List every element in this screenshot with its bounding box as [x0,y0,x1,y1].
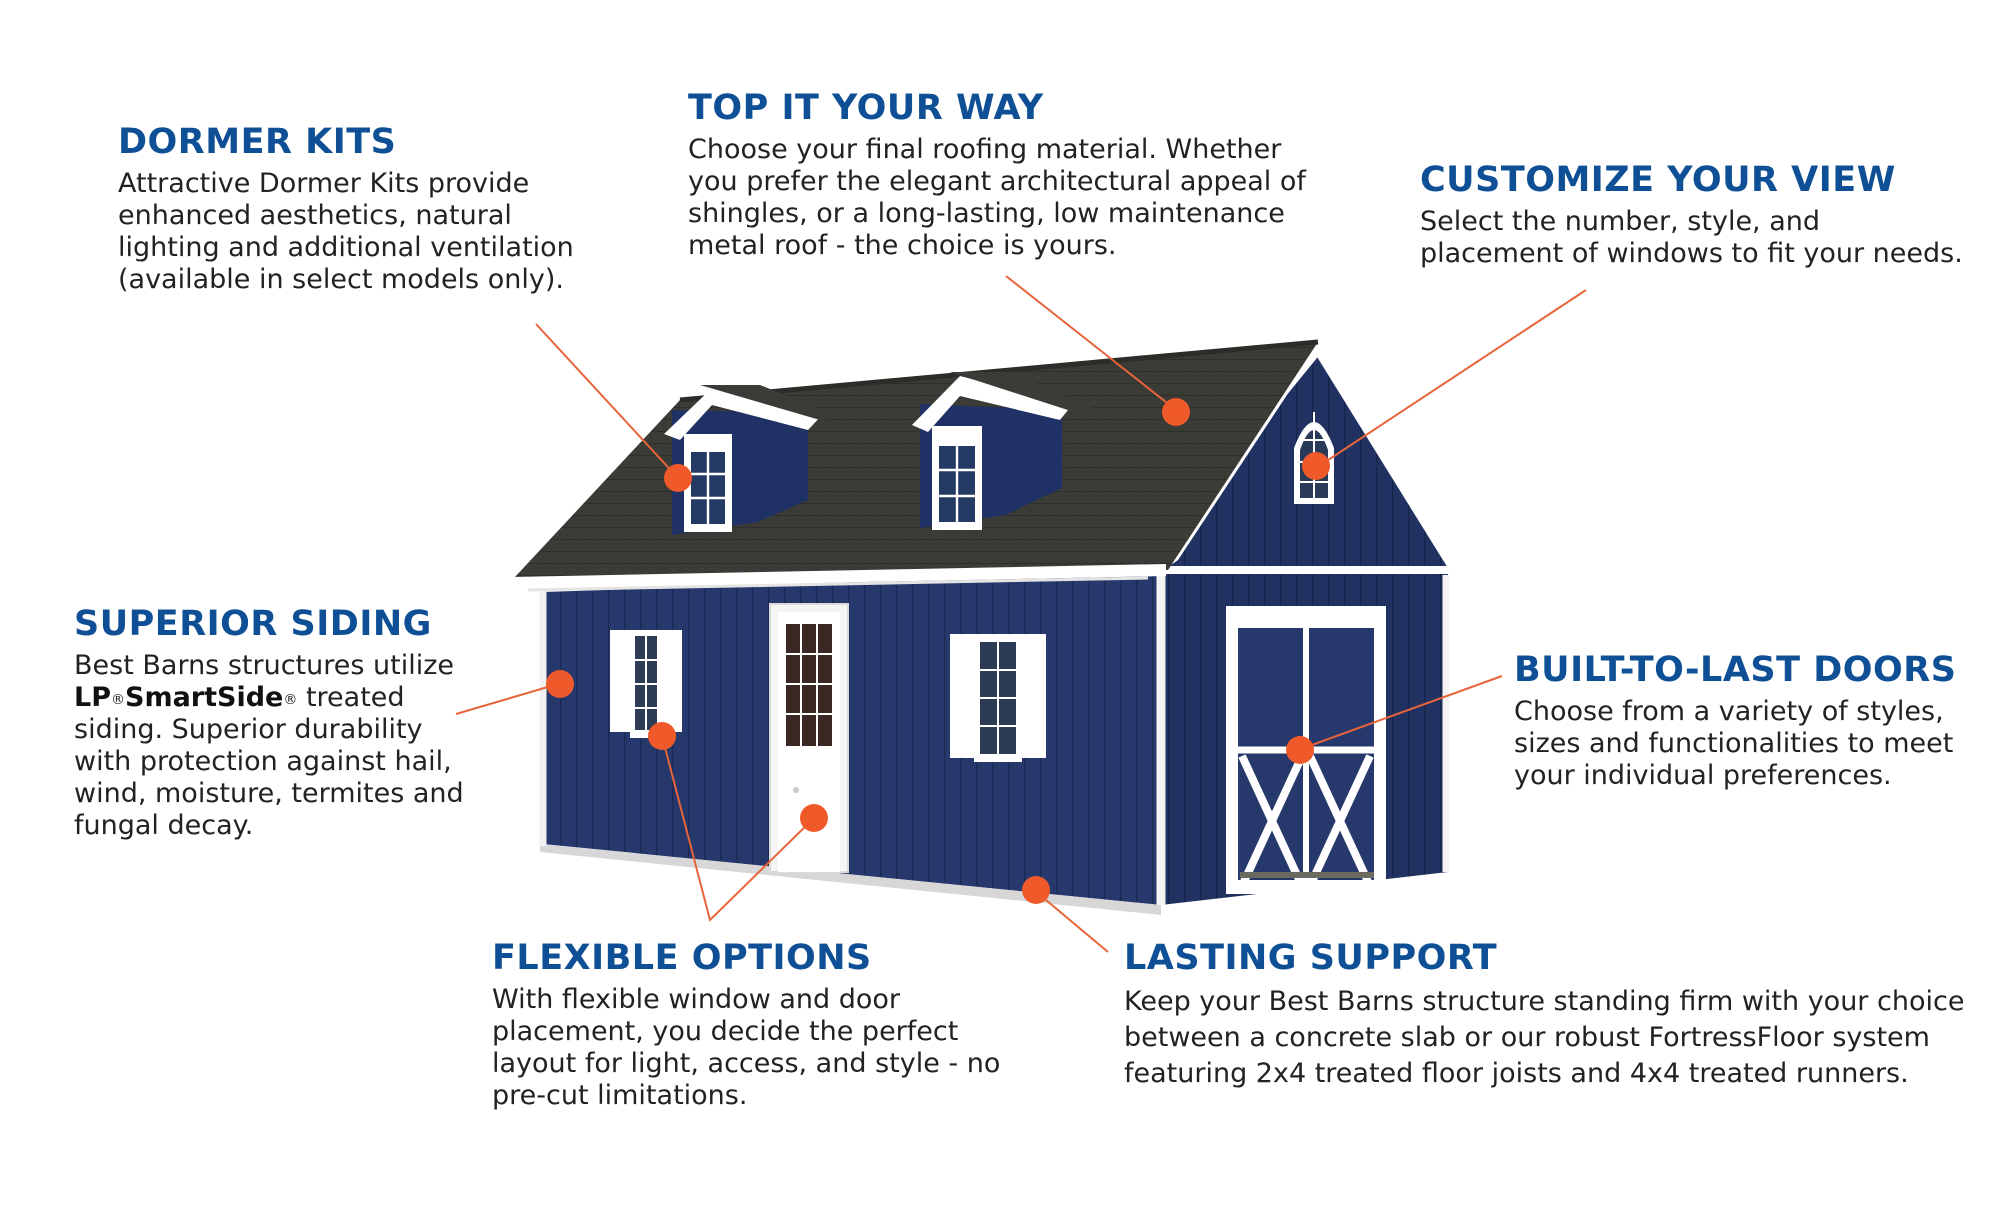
body-line: enhanced aesthetics, natural [118,200,512,232]
hotspot-window-view [1302,452,1330,480]
body-line: between a concrete slab or our robust Fo… [1124,1022,1930,1054]
callout-body: Attractive Dormer Kits provide enhanced … [118,168,574,296]
leader-siding [455,683,559,715]
body-line: wind, moisture, termites and [74,778,464,810]
side-window-right [950,634,1046,762]
body-text: treated [297,682,405,714]
body-line: siding. Superior durability [74,714,423,746]
callout-body: Choose from a variety of styles, sizes a… [1514,696,1956,792]
callout-title: BUILT-TO-LAST DOORS [1514,650,1957,690]
leader-lasting [1033,889,1109,953]
leader-lines [455,275,1587,953]
body-line: with protection against hail, [74,746,452,778]
callout-title: CUSTOMIZE YOUR VIEW [1420,160,1896,200]
body-line: lighting and additional ventilation [118,232,574,264]
hotspot-barn-doors [1286,736,1314,764]
callout-body: With flexible window and door placement,… [492,984,1000,1112]
body-line: metal roof - the choice is yours. [688,230,1117,262]
leader-dormer [535,323,679,479]
body-line: placement of windows to fit your needs. [1420,238,1963,270]
callout-built-to-last-doors: BUILT-TO-LAST DOORS Choose from a variet… [1514,650,1956,792]
leader-roof [1005,275,1177,411]
hotspots [546,398,1330,904]
brand-smartside: SmartSide [125,682,284,714]
leader-doors [1297,675,1503,751]
hotspot-siding [546,670,574,698]
body-line: Choose from a variety of styles, [1514,696,1944,728]
body-line: Best Barns structures utilize [74,650,454,682]
callout-body: Select the number, style, and placement … [1420,206,1963,270]
body-line: fungal decay. [74,810,254,842]
body-line: shingles, or a long-lasting, low mainten… [688,198,1285,230]
body-line: (available in select models only). [118,264,564,296]
brand-lp: LP [74,682,111,714]
callout-title: TOP IT YOUR WAY [688,88,1044,128]
callout-lasting-support: LASTING SUPPORT Keep your Best Barns str… [1124,938,1964,1092]
callout-body: Best Barns structures utilize LP®SmartSi… [74,650,464,842]
hotspot-foundation [1022,876,1050,904]
leader-flexible [661,735,815,922]
dormer-left [664,385,842,535]
body-line: sizes and functionalities to meet [1514,728,1954,760]
callout-body: Keep your Best Barns structure standing … [1124,984,1964,1092]
side-window-left [610,630,682,738]
callout-title: DORMER KITS [118,122,397,162]
leader-window-view [1315,289,1587,469]
hotspot-window-flex [648,722,676,750]
callout-dormer-kits: DORMER KITS Attractive Dormer Kits provi… [118,122,574,296]
hotspot-roof [1162,398,1190,426]
body-line: Select the number, style, and [1420,206,1821,238]
body-line: placement, you decide the perfect [492,1016,959,1048]
hotspot-door-flex [800,804,828,832]
callout-flexible-options: FLEXIBLE OPTIONS With flexible window an… [492,938,1000,1112]
callout-title: LASTING SUPPORT [1124,938,1498,978]
callout-customize-your-view: CUSTOMIZE YOUR VIEW Select the number, s… [1420,160,1963,270]
body-line: featuring 2x4 treated floor joists and 4… [1124,1058,1909,1090]
registered-mark: ® [283,692,298,709]
entry-door [769,603,849,873]
registered-mark: ® [111,692,125,709]
body-line: your individual preferences. [1514,760,1892,792]
callout-title: SUPERIOR SIDING [74,604,432,644]
body-line-brand: LP®SmartSide® treated [74,682,464,714]
body-line: layout for light, access, and style - no [492,1048,1001,1080]
body-line: With flexible window and door [492,984,901,1016]
hotspot-dormer [664,464,692,492]
callout-top-it-your-way: TOP IT YOUR WAY Choose your final roofin… [688,88,1306,262]
body-line: Attractive Dormer Kits provide [118,168,530,200]
callout-body: Choose your final roofing material. Whet… [688,134,1306,262]
body-line: Choose your final roofing material. Whet… [688,134,1282,166]
body-line: Keep your Best Barns structure standing … [1124,986,1965,1018]
callout-superior-siding: SUPERIOR SIDING Best Barns structures ut… [74,604,464,842]
side-wall [540,572,1161,915]
callout-title: FLEXIBLE OPTIONS [492,938,872,978]
dormer-center [912,372,1098,530]
body-line: you prefer the elegant architectural app… [688,166,1306,198]
body-line: pre-cut limitations. [492,1080,748,1112]
